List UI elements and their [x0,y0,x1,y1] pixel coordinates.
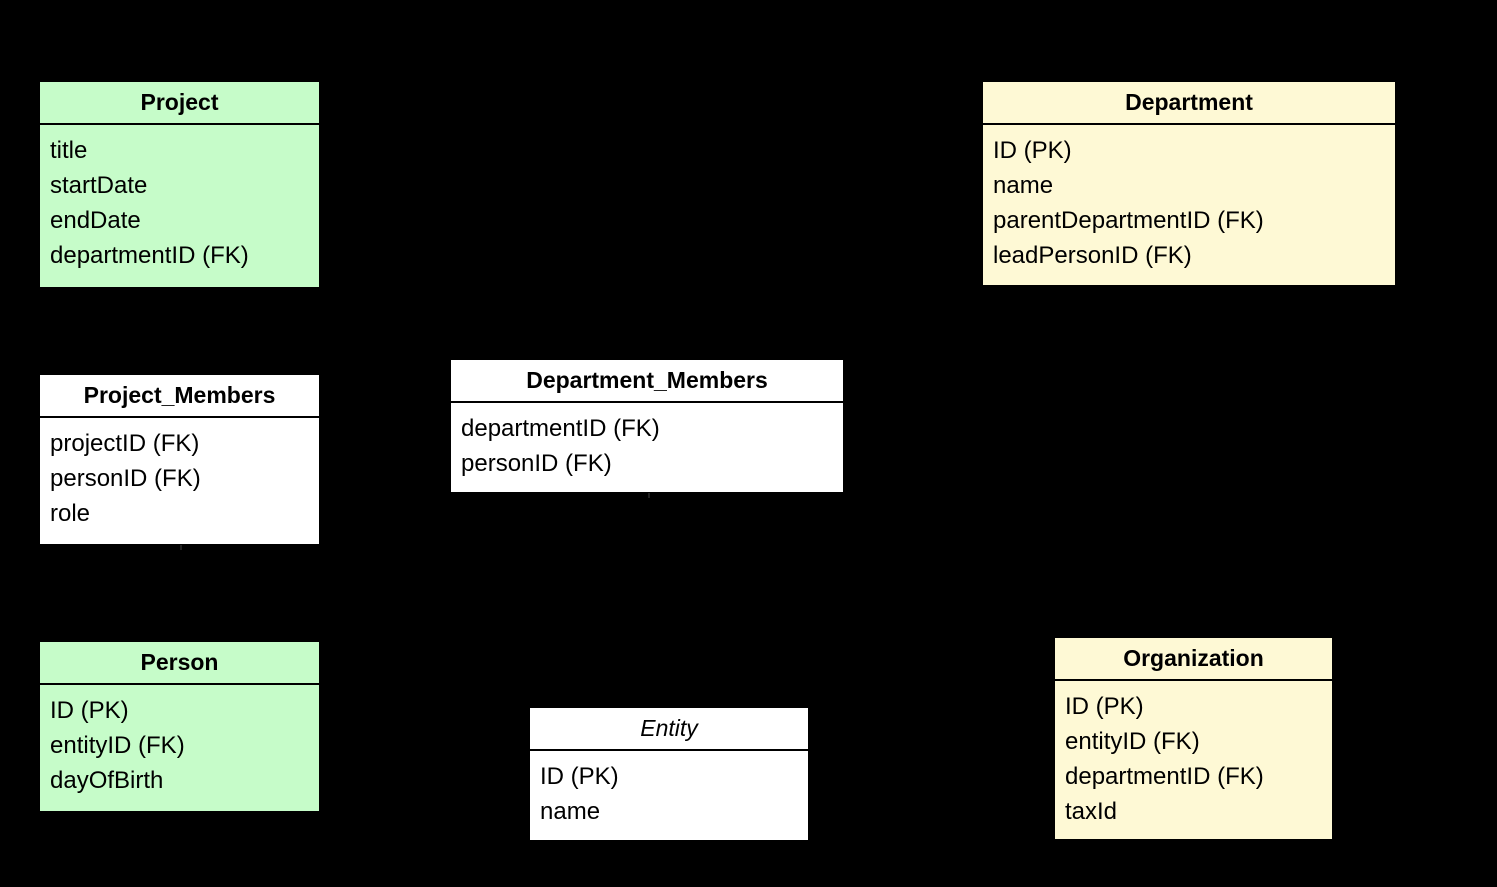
attribute-row: name [993,172,1054,199]
entity-attributes-department-members: departmentID (FK) personID (FK) [451,403,843,489]
entity-box-person[interactable]: Person ID (PK) entityID (FK) dayOfBirth [38,640,321,813]
entity-title-department: Department [983,82,1395,125]
attribute-row: taxId [1065,798,1118,825]
attribute-row: departmentID (FK) [461,415,660,442]
attribute-row: ID (PK) [993,137,1072,164]
entity-title-organization: Organization [1055,638,1332,681]
attribute-row: parentDepartmentID (FK) [993,207,1264,234]
attribute-row: ID (PK) [540,763,619,790]
attribute-row: ID (PK) [1065,693,1144,720]
attribute-row: entityID (FK) [1065,728,1200,755]
entity-box-department-members[interactable]: Department_Members departmentID (FK) per… [449,358,845,494]
attribute-row: title [50,137,88,164]
attribute-row: startDate [50,172,148,199]
attribute-row: entityID (FK) [50,732,185,759]
attribute-row: departmentID (FK) [1065,763,1264,790]
attribute-row: name [540,798,601,825]
attribute-row: projectID (FK) [50,430,200,457]
attribute-row: personID (FK) [50,465,201,492]
entity-attributes-organization: ID (PK) entityID (FK) departmentID (FK) … [1055,681,1332,837]
attribute-row: endDate [50,207,141,234]
entity-attributes-entity: ID (PK) name [530,751,808,837]
attribute-row: departmentID (FK) [50,242,249,269]
entity-attributes-department: ID (PK) name parentDepartmentID (FK) lea… [983,125,1395,281]
entity-attributes-person: ID (PK) entityID (FK) dayOfBirth [40,685,319,806]
connector-stub-department-members [648,493,650,498]
entity-title-department-members: Department_Members [451,360,843,403]
entity-attributes-project: title startDate endDate departmentID (FK… [40,125,319,281]
entity-box-project-members[interactable]: Project_Members projectID (FK) personID … [38,373,321,546]
entity-box-department[interactable]: Department ID (PK) name parentDepartment… [981,80,1397,287]
entity-box-organization[interactable]: Organization ID (PK) entityID (FK) depar… [1053,636,1334,841]
connector-stub-project-members [180,545,182,550]
entity-title-project-members: Project_Members [40,375,319,418]
entity-title-person: Person [40,642,319,685]
entity-box-entity[interactable]: Entity ID (PK) name [528,706,810,842]
entity-box-project[interactable]: Project title startDate endDate departme… [38,80,321,289]
attribute-row: dayOfBirth [50,767,164,794]
attribute-row: leadPersonID (FK) [993,242,1192,269]
attribute-row: role [50,500,91,527]
attribute-row: personID (FK) [461,450,612,477]
entity-attributes-project-members: projectID (FK) personID (FK) role [40,418,319,539]
entity-title-project: Project [40,82,319,125]
entity-title-entity: Entity [530,708,808,751]
attribute-row: ID (PK) [50,697,129,724]
